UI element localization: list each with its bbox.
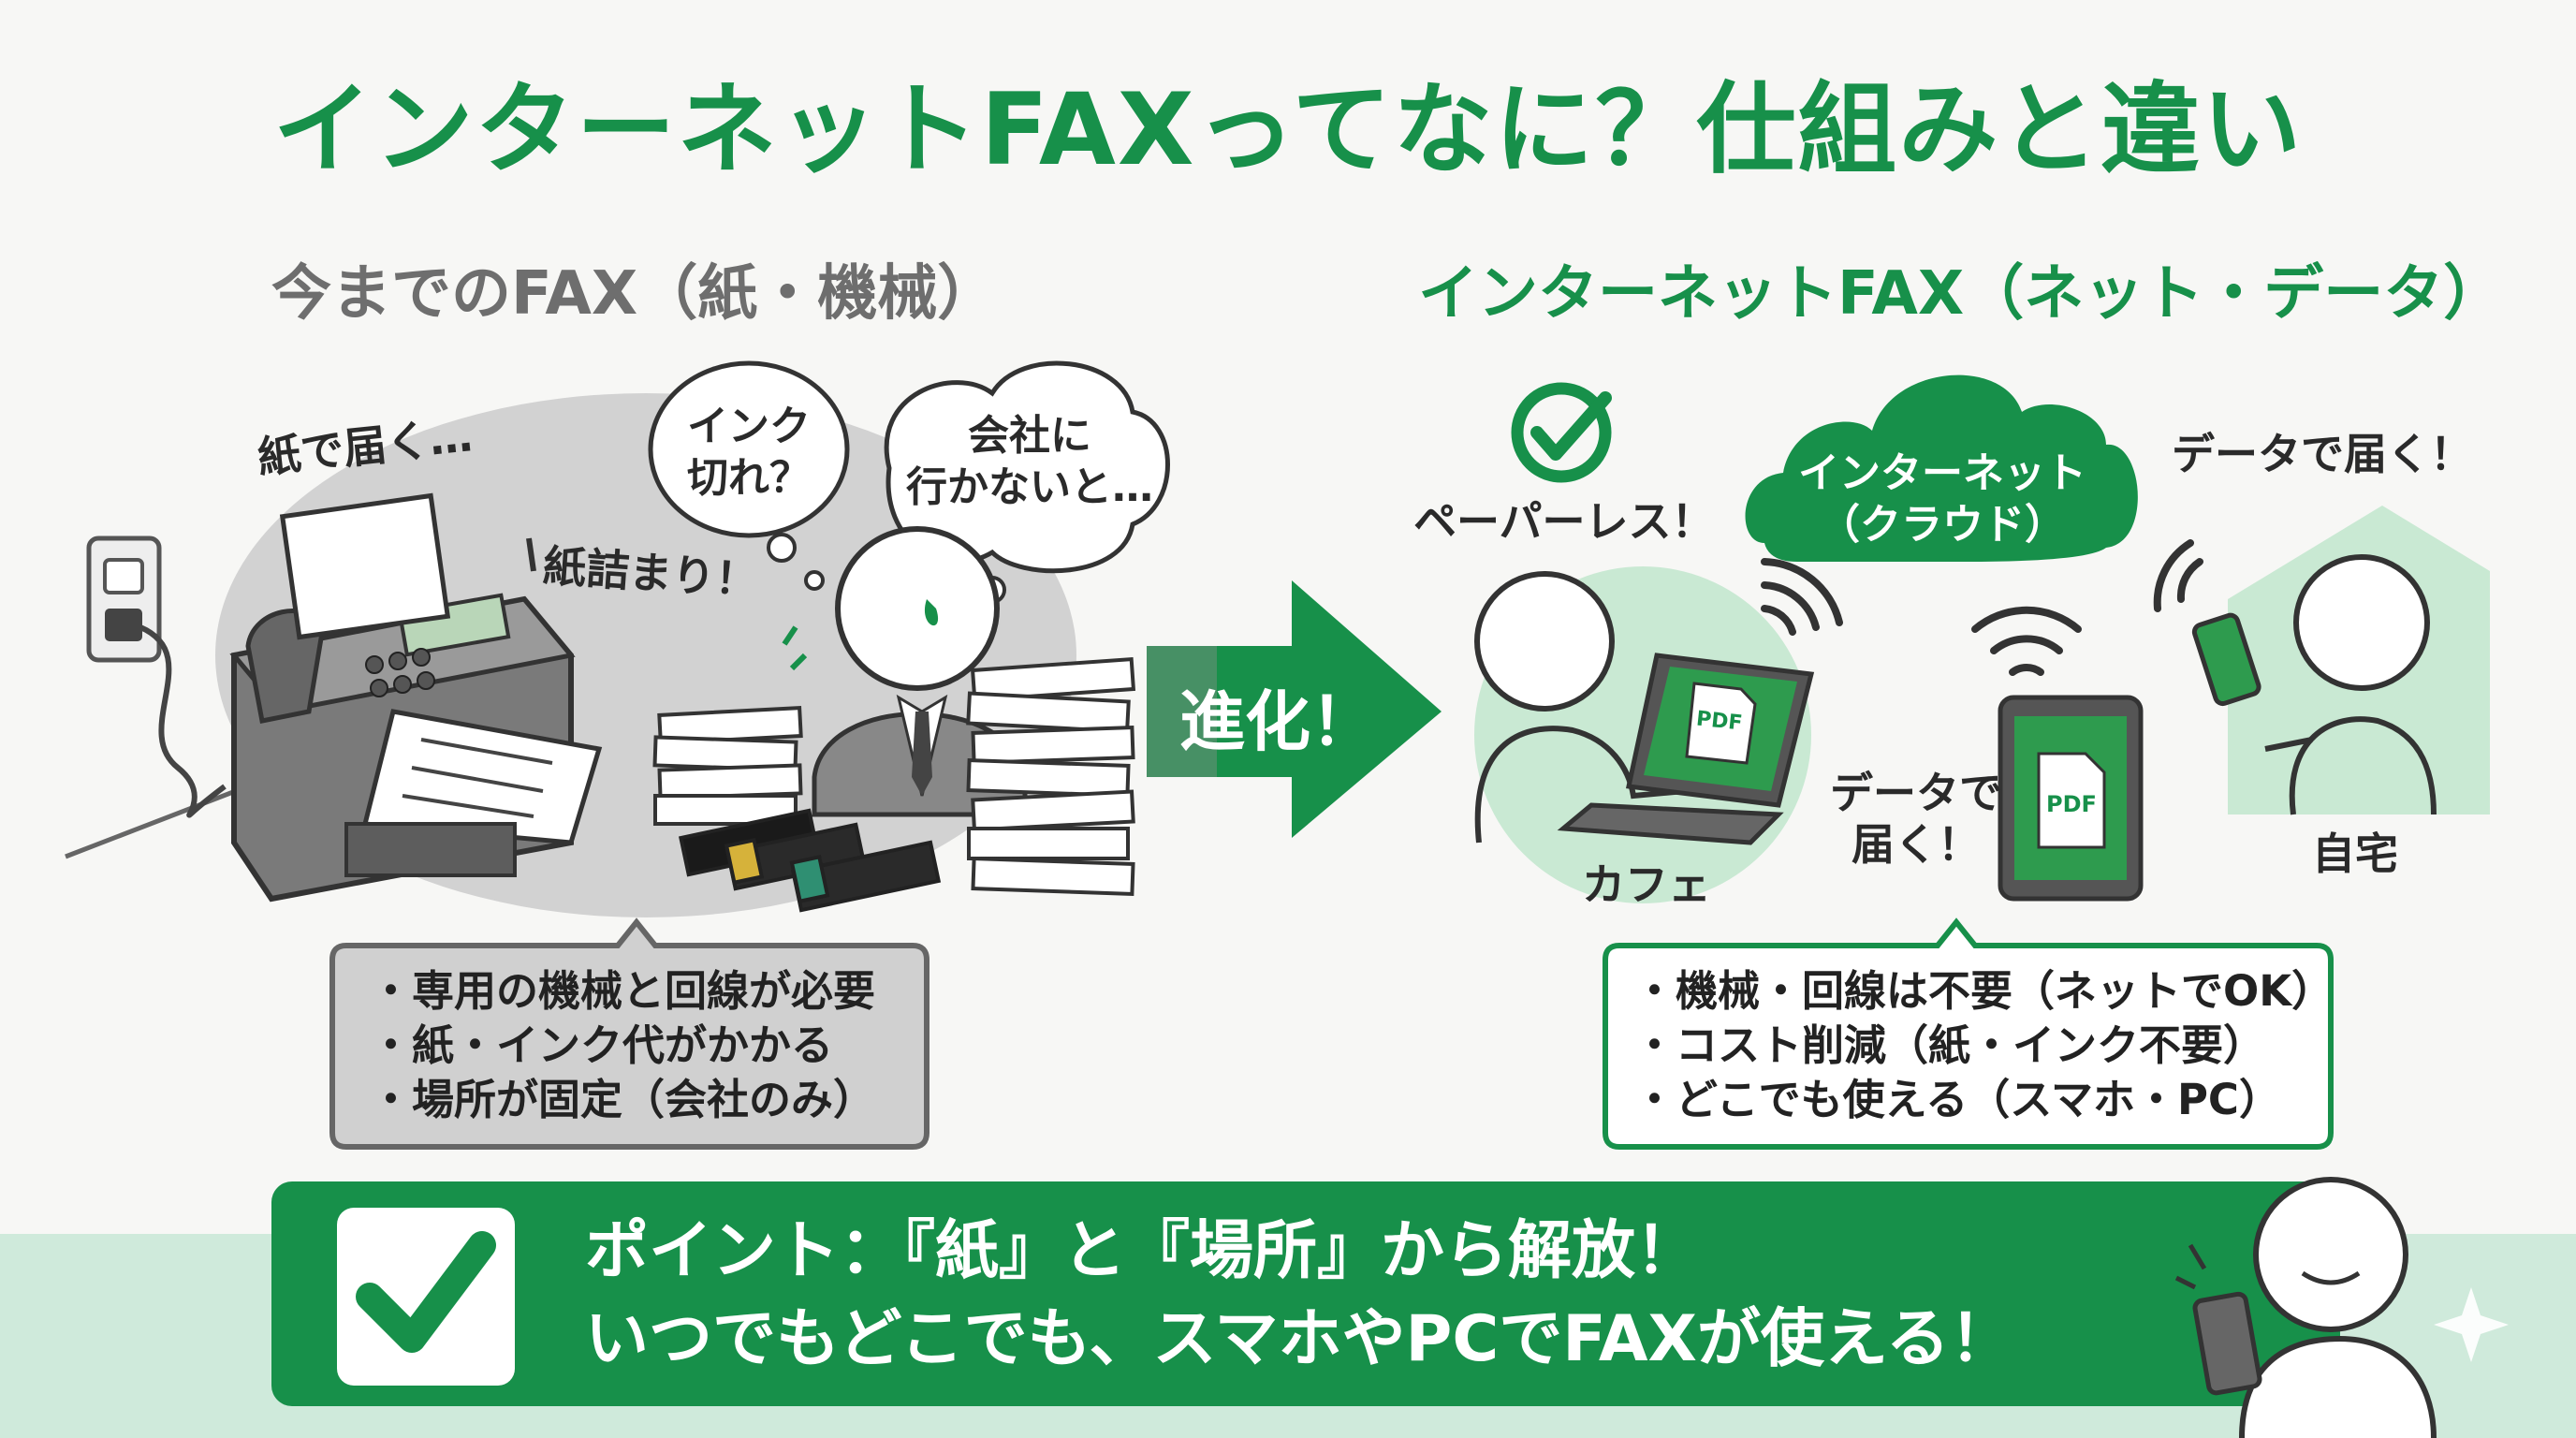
page-title: インターネットFAXってなに？仕組みと違い — [272, 72, 2304, 187]
tablet-label-line-1: データで — [1830, 768, 2002, 818]
new-point-1: ・機械・回線は不要（ネットでOK） — [1633, 966, 2334, 1016]
thought-ink-line-2: 切れ？ — [687, 454, 811, 502]
wifi-icon-home — [2153, 539, 2203, 612]
point-line-2: いつでもどこでも、スマホやPCでFAXが使える！ — [585, 1302, 2013, 1376]
old-point-1: ・専用の機械と回線が必要 — [370, 966, 876, 1016]
cloud-icon — [1745, 374, 2138, 562]
tablet-label-line-2: 届く！ — [1852, 819, 1981, 871]
cloud-label-line-2: （クラウド） — [1819, 501, 2066, 549]
pdf-label-tablet: PDF — [2046, 791, 2097, 817]
pdf-file-icon-laptop — [1685, 682, 1757, 765]
label-data-arrives: データで届く！ — [2172, 429, 2473, 479]
old-point-3: ・場所が固定（会社のみ） — [370, 1075, 876, 1124]
sparkle-icon — [2434, 1287, 2509, 1362]
pdf-label-laptop: PDF — [1694, 707, 1744, 736]
checkbox-icon — [337, 1208, 515, 1386]
ink-cartridge-icon — [678, 808, 942, 913]
label-paperless: ペーパーレス！ — [1413, 496, 1715, 547]
wifi-icon-laptop — [1761, 558, 1843, 636]
thought-office-line-1: 会社に — [968, 412, 1091, 460]
old-points-list: ・専用の機械と回線が必要 ・紙・インク代がかかる ・場所が固定（会社のみ） — [370, 964, 875, 1127]
point-banner — [271, 1181, 2340, 1406]
cafe-person-icon — [1474, 571, 1686, 844]
thought-ink-text: インク 切れ？ — [655, 401, 842, 504]
cloud-label: インターネット （クラウド） — [1769, 448, 2115, 550]
thought-bubble-ink — [648, 360, 850, 591]
smiling-person-icon — [2174, 1177, 2437, 1438]
jam-mark — [526, 537, 536, 572]
label-tablet-data: データで 届く！ — [1830, 768, 2002, 871]
fax-machine-icon — [229, 492, 603, 902]
paper-stack-icon — [652, 656, 1136, 897]
internet-fax-heading: インターネットFAX（ネット・データ） — [1418, 259, 2504, 329]
wifi-icon-tablet — [1971, 606, 2082, 676]
new-points-list: ・機械・回線は不要（ネットでOK） ・コスト削減（紙・インク不要） ・どこでも使… — [1633, 964, 2334, 1127]
cloud-label-line-1: インターネット — [1798, 449, 2086, 497]
label-cafe: カフェ — [1582, 859, 1711, 910]
thought-office-line-2: 行かないと… — [906, 463, 1153, 511]
new-point-2: ・コスト削減（紙・インク不要） — [1633, 1020, 2266, 1070]
wall-outlet-icon — [86, 536, 227, 818]
check-circle-icon — [1511, 382, 1612, 483]
old-points-box — [329, 917, 929, 1150]
thought-office-text: 会社に 行かないと… — [899, 410, 1161, 513]
home-person-icon — [2191, 554, 2437, 815]
old-point-2: ・紙・インク代がかかる — [370, 1020, 834, 1070]
thought-ink-line-1: インク — [687, 403, 811, 450]
old-fax-heading: 今までのFAX（紙・機械） — [271, 259, 998, 329]
evolution-label: 進化！ — [1179, 683, 1376, 760]
point-line-1: ポイント：『紙』と『場所』から解放！ — [585, 1214, 1700, 1288]
new-point-3: ・どこでも使える（スマホ・PC） — [1633, 1075, 2281, 1124]
tablet-icon — [1998, 695, 2144, 902]
label-home: 自宅 — [2312, 829, 2398, 879]
evolution-arrow — [1147, 580, 1442, 838]
new-points-box — [1603, 917, 2334, 1150]
